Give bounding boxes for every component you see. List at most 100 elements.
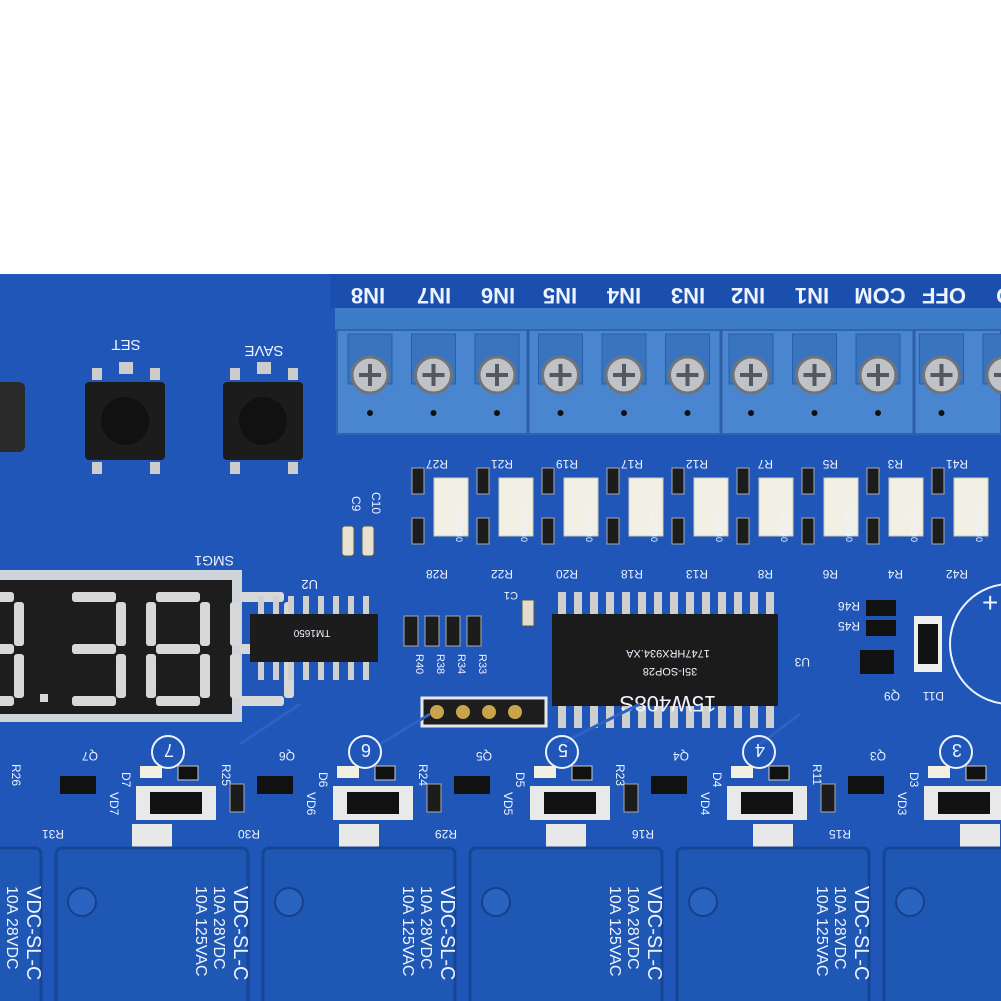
optocoupler xyxy=(953,477,989,537)
diode-label: VD4 xyxy=(698,792,712,816)
relay-model: VDC-SL-C xyxy=(436,886,458,980)
resistor-label: R3 xyxy=(887,457,903,471)
relay xyxy=(0,846,43,1001)
transistor-label: Q6 xyxy=(279,749,295,763)
led-label: D3 xyxy=(907,772,921,788)
u3-line1: 15W408S xyxy=(620,691,717,716)
relay-model: VDC-SL-C xyxy=(229,886,251,980)
relay xyxy=(675,846,871,1001)
u3-line3: 1747HRX934.XA xyxy=(625,647,709,659)
transistor-label: Q7 xyxy=(82,749,98,763)
channel-number: 4 xyxy=(755,740,765,760)
channel-number: 6 xyxy=(361,740,371,760)
resistor-label: R25 xyxy=(219,764,233,786)
u2-ref: U2 xyxy=(301,577,318,592)
ref-r45: R45 xyxy=(838,619,860,633)
relay xyxy=(54,846,250,1001)
save-label: SAVE xyxy=(245,342,284,359)
relay xyxy=(468,846,664,1001)
channel-number: 3 xyxy=(952,740,962,760)
resistor-label: R42 xyxy=(946,567,968,581)
relay-model: VDC-SL-C xyxy=(22,886,44,980)
diode-label: VD3 xyxy=(895,792,909,816)
terminal-label: IN6 xyxy=(481,283,515,308)
resistor-label: R27 xyxy=(426,457,448,471)
resistor-label: R21 xyxy=(491,457,513,471)
channel-number: 5 xyxy=(558,740,568,760)
resistor-label: R28 xyxy=(426,567,448,581)
resistor-label: R11 xyxy=(810,764,824,785)
resistor-label: R12 xyxy=(686,457,708,471)
relay xyxy=(261,846,457,1001)
cap-c10: C10 xyxy=(369,492,383,514)
optocoupler xyxy=(888,477,924,537)
resistor-label: R30 xyxy=(238,827,260,841)
resistor-label: R38 xyxy=(434,654,446,674)
terminal-label: IN4 xyxy=(606,283,641,308)
resistor-label: R13 xyxy=(686,567,708,581)
terminal-label: IN3 xyxy=(671,283,705,308)
terminal-label: IN5 xyxy=(543,283,577,308)
u2-marking: TM1650 xyxy=(293,627,330,638)
terminal-label: IN1 xyxy=(795,283,829,308)
optocoupler xyxy=(563,477,599,537)
resistor-label: R22 xyxy=(491,567,513,581)
led-label: D7 xyxy=(119,772,133,788)
opto-marking: 712P280 xyxy=(974,506,984,542)
relay-rating-2: 10A 28VDC xyxy=(831,886,848,970)
save-button xyxy=(223,362,303,474)
diode-label: VD6 xyxy=(304,792,318,816)
resistor-label: R34 xyxy=(455,654,467,674)
resistor-label: R33 xyxy=(476,654,488,674)
resistor-label: R17 xyxy=(621,457,643,471)
relay-rating-1: 10A 125VAC xyxy=(192,886,209,976)
transistor-label: Q3 xyxy=(870,749,886,763)
resistor-label: R18 xyxy=(621,567,643,581)
terminal-label: IN2 xyxy=(731,283,765,308)
resistor-label: R15 xyxy=(829,827,851,841)
set-label: SET xyxy=(111,336,140,353)
seven-segment-display xyxy=(0,570,294,722)
led-label: D5 xyxy=(513,772,527,788)
resistor-label: R5 xyxy=(822,457,838,471)
opto-marking: 712P280 xyxy=(649,506,659,542)
opto-marking: 712P280 xyxy=(519,506,529,542)
ref-d11: D11 xyxy=(923,689,944,703)
transistor-label: Q4 xyxy=(673,749,689,763)
terminal-label: OFF xyxy=(922,283,966,308)
svg-text:+: + xyxy=(982,587,998,618)
ref-q9: Q9 xyxy=(884,689,900,703)
relay-rating-1: 10A 125VAC xyxy=(399,886,416,976)
relay xyxy=(882,846,1001,1001)
terminal-label: D xyxy=(996,283,1001,308)
terminal-block xyxy=(335,308,1001,435)
opto-marking: 712P280 xyxy=(584,506,594,542)
terminal-label: IN7 xyxy=(417,283,451,308)
u3-line2: 35I-SOP28 xyxy=(643,665,697,677)
led-label: D6 xyxy=(316,772,330,788)
resistor-label: R41 xyxy=(946,457,968,471)
relay-rating-1: 10A 125VAC xyxy=(0,886,2,976)
diode-label: VD5 xyxy=(501,792,515,816)
optocoupler xyxy=(823,477,859,537)
resistor-label: R31 xyxy=(42,827,64,841)
optocoupler xyxy=(693,477,729,537)
relay-model: VDC-SL-C xyxy=(850,886,872,980)
relay-board: IN8 IN7 IN6 IN5 IN4 IN3 IN2 IN1 COM OFF D SET SAVE… xyxy=(0,274,1001,1001)
resistor-label: R8 xyxy=(757,567,773,581)
terminal-label: COM xyxy=(854,283,905,308)
led-label: D4 xyxy=(710,772,724,788)
resistor-label: R29 xyxy=(435,827,457,841)
relay-rating-2: 10A 28VDC xyxy=(3,886,20,970)
display-label: SMG1 xyxy=(194,553,234,569)
terminal-label: IN8 xyxy=(351,283,385,308)
opto-marking: 712P280 xyxy=(779,506,789,542)
resistor-label: R4 xyxy=(887,567,903,581)
resistor-label: R6 xyxy=(822,567,838,581)
relay-rating-1: 10A 125VAC xyxy=(606,886,623,976)
resistor-label: R40 xyxy=(413,654,425,674)
resistor-label: R20 xyxy=(556,567,578,581)
opto-marking: 712P280 xyxy=(714,506,724,542)
transistor-label: Q5 xyxy=(476,749,492,763)
chip-u3: 15W408S 35I-SOP28 1747HRX934.XA xyxy=(552,592,778,728)
